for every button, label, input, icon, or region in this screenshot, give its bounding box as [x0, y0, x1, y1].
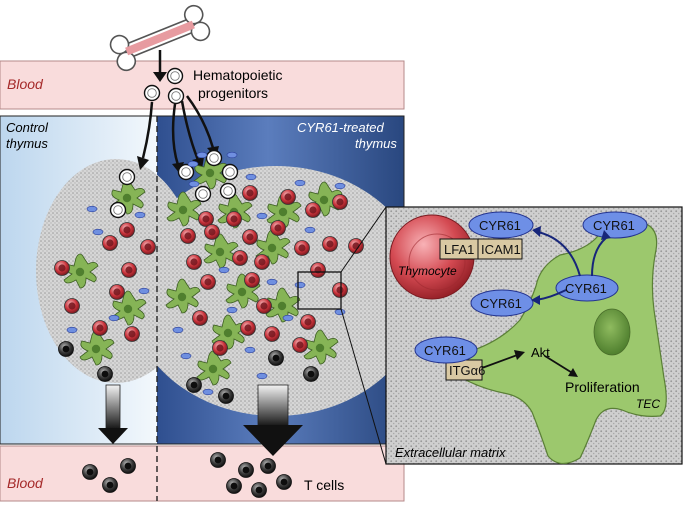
treated-thymus-label-2: thymus — [355, 136, 397, 151]
itga6-label: ITGα6 — [449, 363, 486, 378]
blood-label-top: Blood — [7, 76, 43, 92]
extracellular-matrix-label: Extracellular matrix — [395, 445, 506, 460]
control-thymus-label: Control — [6, 120, 48, 135]
arrow-down-icon — [98, 384, 128, 444]
cyr61-left: CYR61 — [480, 296, 522, 311]
t-cells-label: T cells — [304, 477, 345, 493]
tec-label: TEC — [636, 397, 660, 411]
hematopoietic-label: Hematopoietic — [193, 67, 283, 83]
icam1-label: ICAM1 — [481, 242, 521, 257]
cyr61-top-left: CYR61 — [479, 218, 521, 233]
bone-icon — [109, 4, 211, 72]
blood-label-bottom: Blood — [7, 475, 43, 491]
cyr61-top-right: CYR61 — [593, 218, 635, 233]
progenitors-label: progenitors — [198, 85, 269, 101]
cyr61-bottom: CYR61 — [424, 343, 466, 358]
treated-thymus-label: CYR61-treated — [297, 120, 384, 135]
cyr61-center: CYR61 — [565, 281, 607, 296]
proliferation-label: Proliferation — [565, 379, 640, 395]
akt-label: Akt — [531, 345, 550, 360]
arrow-down-icon — [243, 384, 303, 456]
control-thymus-label-2: thymus — [6, 136, 48, 151]
lfa1-label: LFA1 — [444, 242, 475, 257]
thymocyte-label: Thymocyte — [398, 264, 457, 278]
